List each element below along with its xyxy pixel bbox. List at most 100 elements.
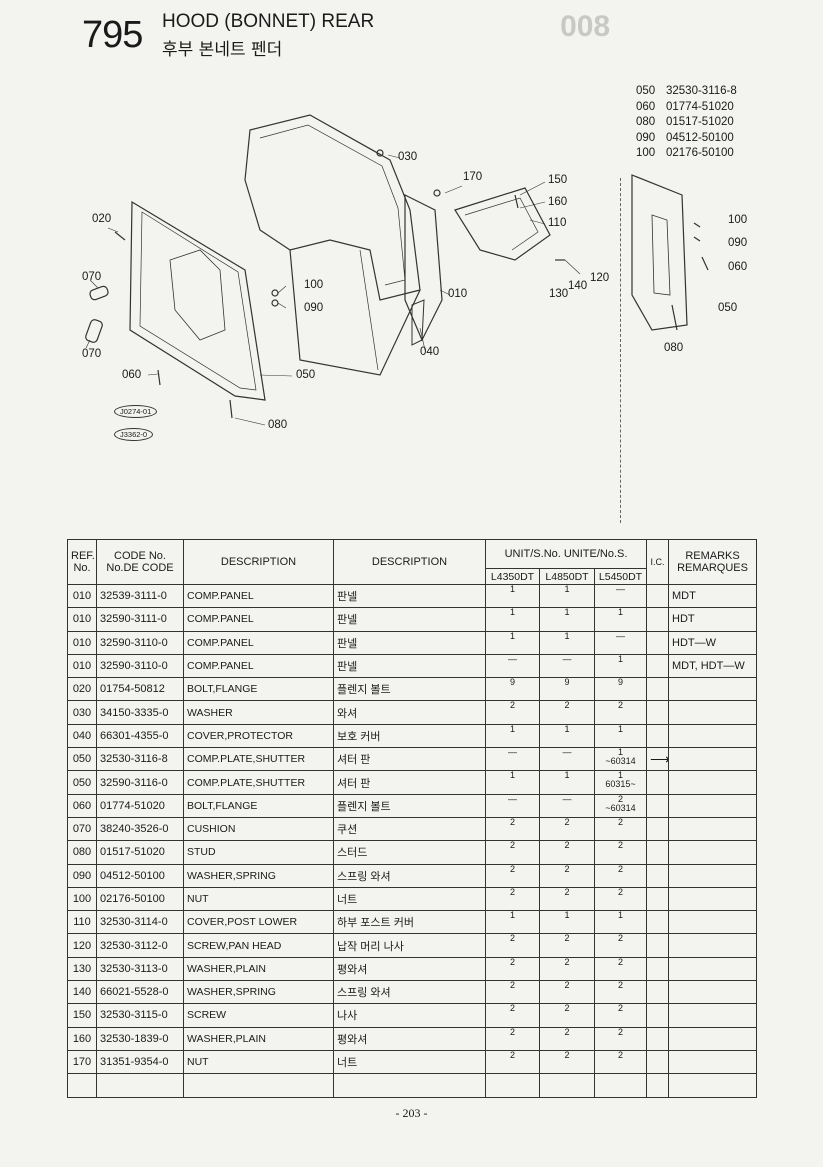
parts-table: REF. No. CODE No. No.DE CODE DESCRIPTION… (67, 539, 758, 1098)
header-remarks: REMARKS REMARQUES (668, 539, 758, 585)
cell-rem (668, 910, 758, 935)
page-number: 795 (82, 14, 143, 56)
cell-desc: WASHER (183, 700, 334, 725)
cell-code: 32590-3116-0 (96, 770, 184, 795)
cell-ic (646, 793, 670, 818)
cell-desc: COMP.PLATE,SHUTTER (183, 747, 334, 772)
cell-q3: 2 (593, 816, 648, 842)
cell-code (96, 1073, 184, 1098)
callout-020: 020 (92, 213, 112, 225)
cell-ko: 와셔 (333, 700, 486, 725)
cell-desc: BOLT,FLANGE (183, 677, 334, 702)
cell-ko (333, 1073, 486, 1098)
cell-q1: 2 (485, 1003, 540, 1028)
cell-q1: 2 (485, 886, 540, 912)
cell-ic (646, 700, 670, 725)
cell-q1 (485, 1073, 540, 1098)
cell-q2: 2 (539, 1049, 595, 1075)
cell-ko: 셔터 판 (333, 747, 486, 772)
header-code: CODE No. No.DE CODE (96, 539, 184, 585)
callout-140: 140 (568, 280, 588, 292)
cell-q2: — (539, 747, 595, 772)
cell-q3: 1 (593, 723, 648, 749)
inset-callout-090: 090 (728, 237, 748, 249)
cell-ko: 판넬 (333, 583, 486, 609)
cell-ic (646, 816, 670, 842)
cell-ic (646, 770, 670, 795)
callout-160: 160 (548, 196, 568, 208)
cell-q1: 2 (485, 956, 540, 982)
cell-q3: 1~60314 (593, 747, 648, 772)
cell-ic (646, 1073, 670, 1098)
cell-q2: 1 (539, 723, 595, 749)
cell-ref: 090 (67, 863, 97, 888)
cell-code: 66301-4355-0 (96, 723, 184, 749)
cell-q1: 1 (485, 630, 540, 655)
cell-rem (668, 840, 758, 865)
cell-desc: COMP.PANEL (183, 653, 334, 679)
cell-ref: 100 (67, 886, 97, 912)
cell-ref: 040 (67, 723, 97, 749)
cell-rem: HDT (668, 607, 758, 632)
cell-ko: 쿠션 (333, 816, 486, 842)
cell-q3: 2 (593, 886, 648, 912)
callout-130: 130 (549, 288, 569, 300)
cell-ko: 스프링 와셔 (333, 980, 486, 1005)
cell-q2: 1 (539, 910, 595, 935)
cell-code: 32530-3115-0 (96, 1003, 184, 1028)
cell-code: 32530-3114-0 (96, 910, 184, 935)
cell-q2: 2 (539, 1026, 595, 1051)
callout-090: 090 (304, 302, 324, 314)
cell-ref: 080 (67, 840, 97, 865)
cell-code: 04512-50100 (96, 863, 184, 888)
callout-120: 120 (590, 272, 610, 284)
cell-q2: — (539, 653, 595, 679)
callout-150: 150 (548, 174, 568, 186)
cell-rem (668, 1026, 758, 1051)
header-model: L4850DT (539, 568, 595, 585)
cell-q2: 1 (539, 583, 595, 609)
cell-rem (668, 933, 758, 958)
cell-q1: 2 (485, 700, 540, 725)
cell-q1: — (485, 747, 540, 772)
cell-ko: 판넬 (333, 607, 486, 632)
table-row (67, 1073, 758, 1098)
cell-ko: 납작 머리 나사 (333, 933, 486, 958)
cell-ic (646, 677, 670, 702)
cell-ref: 010 (67, 583, 97, 609)
cell-q2: 2 (539, 840, 595, 865)
dashed-divider (620, 178, 621, 523)
cell-rem (668, 770, 758, 795)
cell-code: 32590-3110-0 (96, 630, 184, 655)
cell-q1: 9 (485, 677, 540, 702)
cell-ic (646, 863, 670, 888)
callout-080: 080 (268, 419, 288, 431)
cell-ic (646, 840, 670, 865)
cell-ref: 170 (67, 1049, 97, 1075)
cell-ic (646, 723, 670, 749)
cell-q2: — (539, 793, 595, 818)
bleed-through-text: 800 (560, 10, 611, 43)
cell-q3 (593, 1073, 648, 1098)
cell-ref: 130 (67, 956, 97, 982)
cell-desc (183, 1073, 334, 1098)
cell-code: 34150-3335-0 (96, 700, 184, 725)
cell-q1: 1 (485, 770, 540, 795)
title-english: HOOD (BONNET) REAR (162, 11, 375, 32)
cell-q1: 1 (485, 607, 540, 632)
cell-code: 01517-51020 (96, 840, 184, 865)
cell-q3: 2 (593, 863, 648, 888)
cell-q1: — (485, 653, 540, 679)
callout-040: 040 (420, 346, 440, 358)
header-description-en: DESCRIPTION (183, 539, 334, 585)
cell-ko: 플렌지 볼트 (333, 793, 486, 818)
